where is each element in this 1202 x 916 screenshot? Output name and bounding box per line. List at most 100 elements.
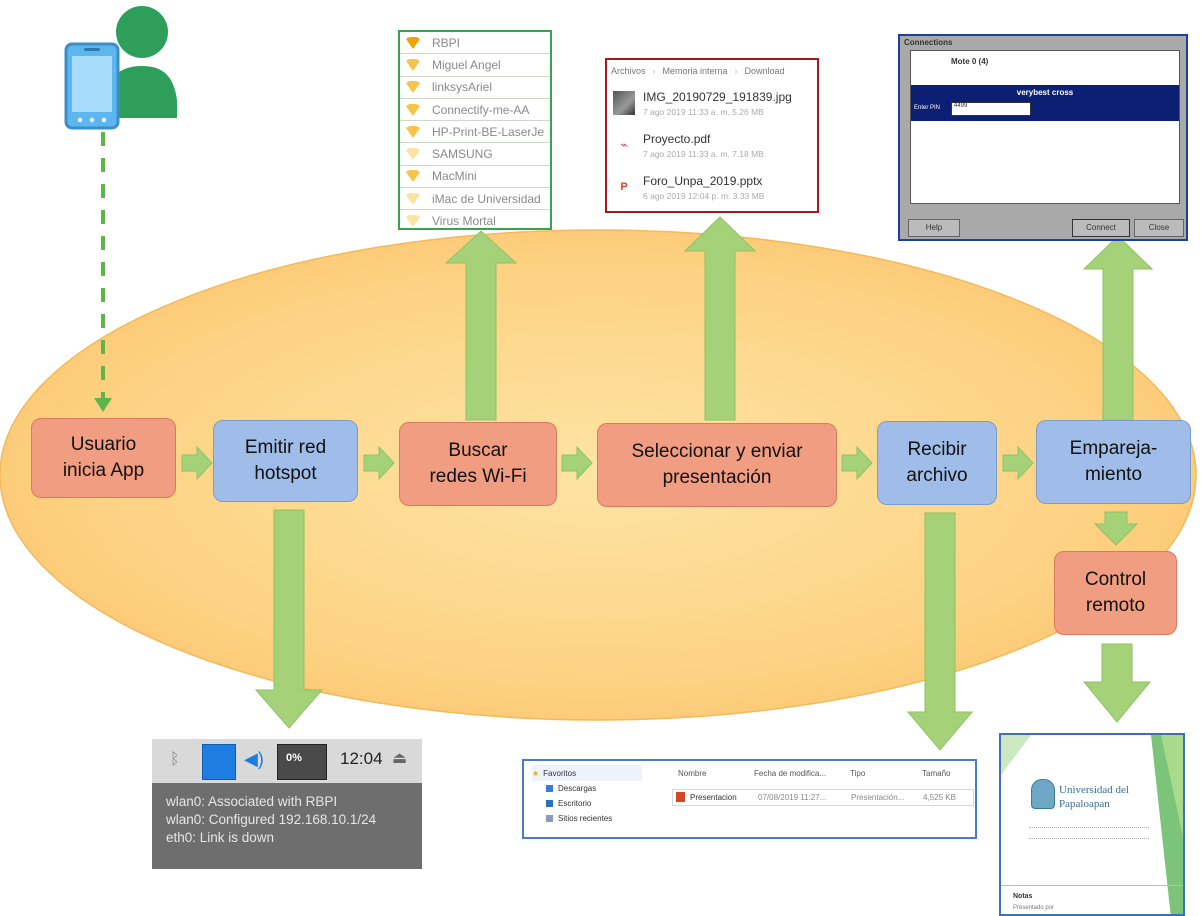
node-emparejamiento: Empareja- miento (1036, 420, 1191, 504)
file-row[interactable]: P Foro_Unpa_2019.pptx 6 ago 2019 12:04 p… (607, 166, 817, 208)
slide-divider (1001, 885, 1183, 886)
connection-item[interactable]: Mote 0 (4) (951, 57, 989, 66)
column-header-fecha[interactable]: Fecha de modifica... (754, 769, 827, 778)
help-button[interactable]: Help (908, 219, 960, 237)
arrow-usuario-emitir (181, 445, 213, 481)
sidebar-label: Escritorio (558, 799, 592, 808)
file-meta: 7 ago 2019 11:33 a. m. 7.18 MB (643, 148, 764, 159)
pptx-file-icon: P (620, 181, 628, 193)
connections-list: Mote 0 (4) verybest cross Enter PIN 4499 (910, 50, 1180, 204)
pin-label: Enter PIN (914, 105, 941, 111)
row-size: 4,525 KB (923, 793, 956, 802)
connection-item-selected[interactable]: verybest cross Enter PIN 4499 (911, 85, 1179, 121)
row-date: 07/08/2019 11:27... (758, 793, 827, 802)
recent-places-icon (546, 815, 553, 822)
arrow-control-slide (1082, 643, 1152, 723)
dashed-arrow-head (94, 398, 112, 412)
taskbar-panel: ᛒ ◀) 0% 12:04 ⏏ wlan0: Associated with R… (152, 739, 422, 869)
slide-decoration (1001, 735, 1183, 914)
file-browser-panel: Archivos › Memoria interna › Download IM… (605, 58, 819, 213)
cpu-graph-icon (277, 744, 327, 780)
bluetooth-icon[interactable]: ᛒ (170, 751, 180, 768)
sidebar-item-sitios-recientes[interactable]: Sitios recientes (532, 811, 642, 826)
file-meta: 6 ago 2019 12:04 p. m. 3.33 MB (643, 190, 765, 201)
volume-icon[interactable]: ◀) (244, 749, 264, 769)
user-phone-icon (64, 6, 177, 130)
dialog-title: Connections (904, 38, 953, 47)
wifi-network-name: Virus Mortal (432, 214, 496, 229)
university-logo-icon (1031, 779, 1055, 809)
file-name: Proyecto.pdf (643, 131, 711, 146)
wifi-signal-icon (406, 103, 420, 116)
star-icon: ★ (532, 768, 540, 778)
arrow-emitir-taskbar (254, 509, 324, 729)
table-row[interactable]: Presentacion 07/08/2019 11:27... Present… (672, 789, 974, 806)
wifi-network-item[interactable]: SAMSUNG (400, 143, 550, 166)
slide-footer: Presentado por (1013, 905, 1055, 911)
explorer-sidebar: ★Favoritos Descargas Escritorio Sitios r… (532, 765, 642, 826)
wifi-network-item[interactable]: linksysAriel (400, 77, 550, 99)
close-button[interactable]: Close (1134, 219, 1184, 237)
wifi-network-item[interactable]: HP-Print-BE-LaserJe (400, 121, 550, 144)
desktop-icon (546, 800, 553, 807)
wifi-network-name: HP-Print-BE-LaserJe (432, 124, 545, 139)
wifi-network-item[interactable]: Virus Mortal (400, 210, 550, 229)
pin-input[interactable]: 4499 (951, 102, 1031, 116)
sidebar-item-favoritos[interactable]: ★Favoritos (532, 765, 642, 781)
node-recibir-archivo: Recibir archivo (877, 421, 997, 505)
arrow-emparejamiento-connections (1082, 235, 1154, 421)
connection-item-label: verybest cross (1016, 88, 1074, 97)
wifi-network-item[interactable]: iMac de Universidad (400, 188, 550, 211)
wifi-signal-icon (406, 192, 420, 205)
arrow-recibir-emparejamiento (1002, 445, 1034, 481)
breadcrumb-separator-icon: › (734, 66, 738, 76)
wifi-network-name: SAMSUNG (432, 147, 493, 162)
wifi-network-name: MacMini (432, 169, 477, 184)
eject-icon[interactable]: ⏏ (392, 750, 408, 767)
pdf-file-icon: ⌁ (620, 137, 628, 152)
sidebar-item-escritorio[interactable]: Escritorio (532, 796, 642, 811)
download-folder-icon (546, 785, 553, 792)
battery-level: 0% (286, 752, 302, 764)
wifi-network-name: linksysAriel (432, 80, 493, 95)
file-name: IMG_20190729_191839.jpg (643, 89, 792, 104)
pptx-file-icon (676, 792, 685, 802)
node-usuario-inicia-app: Usuario inicia App (31, 418, 176, 498)
wifi-network-item[interactable]: Miguel Angel (400, 54, 550, 77)
breadcrumb-item[interactable]: Download (744, 66, 785, 76)
taskbar: ᛒ ◀) 0% 12:04 ⏏ (152, 739, 422, 783)
clock-time[interactable]: 12:04 (340, 749, 383, 768)
file-breadcrumb: Archivos › Memoria interna › Download (607, 60, 817, 82)
row-name: Presentacion (690, 793, 737, 802)
wifi-network-item[interactable]: RBPI (400, 32, 550, 55)
breadcrumb-item[interactable]: Archivos (611, 66, 646, 76)
network-message: eth0: Link is down (166, 830, 275, 845)
column-header-tipo[interactable]: Tipo (850, 769, 866, 778)
wifi-signal-icon (406, 58, 420, 71)
file-meta: 7 ago 2019 11:33 a. m. 5.26 MB (643, 106, 764, 117)
wifi-signal-icon (406, 36, 420, 49)
sidebar-label: Descargas (558, 784, 597, 793)
wifi-network-name: Miguel Angel (432, 57, 501, 72)
node-control-remoto: Control remoto (1054, 551, 1177, 635)
explorer-panel: ★Favoritos Descargas Escritorio Sitios r… (522, 759, 977, 839)
file-row[interactable]: ⌁ Proyecto.pdf 7 ago 2019 11:33 a. m. 7.… (607, 124, 817, 166)
arrow-recibir-explorer (906, 512, 974, 751)
arrow-seleccionar-files (683, 216, 757, 421)
wifi-network-item[interactable]: Connectify-me-AA (400, 99, 550, 122)
sidebar-label: Sitios recientes (558, 814, 613, 823)
wifi-network-name: Connectify-me-AA (432, 102, 530, 117)
column-header-nombre[interactable]: Nombre (678, 769, 707, 778)
breadcrumb-item[interactable]: Memoria interna (662, 66, 728, 76)
sidebar-item-descargas[interactable]: Descargas (532, 781, 642, 796)
wifi-network-item[interactable]: MacMini (400, 166, 550, 189)
row-type: Presentación... (851, 793, 905, 802)
arrow-seleccionar-recibir (841, 445, 873, 481)
wifi-signal-icon (406, 81, 420, 94)
wifi-icon[interactable] (202, 744, 236, 780)
slide-preview-panel: Universidad del Papaloapan Notas Present… (999, 733, 1185, 916)
column-header-tamano[interactable]: Tamaño (922, 769, 951, 778)
file-row[interactable]: IMG_20190729_191839.jpg 7 ago 2019 11:33… (607, 82, 817, 124)
connect-button[interactable]: Connect (1072, 219, 1130, 237)
